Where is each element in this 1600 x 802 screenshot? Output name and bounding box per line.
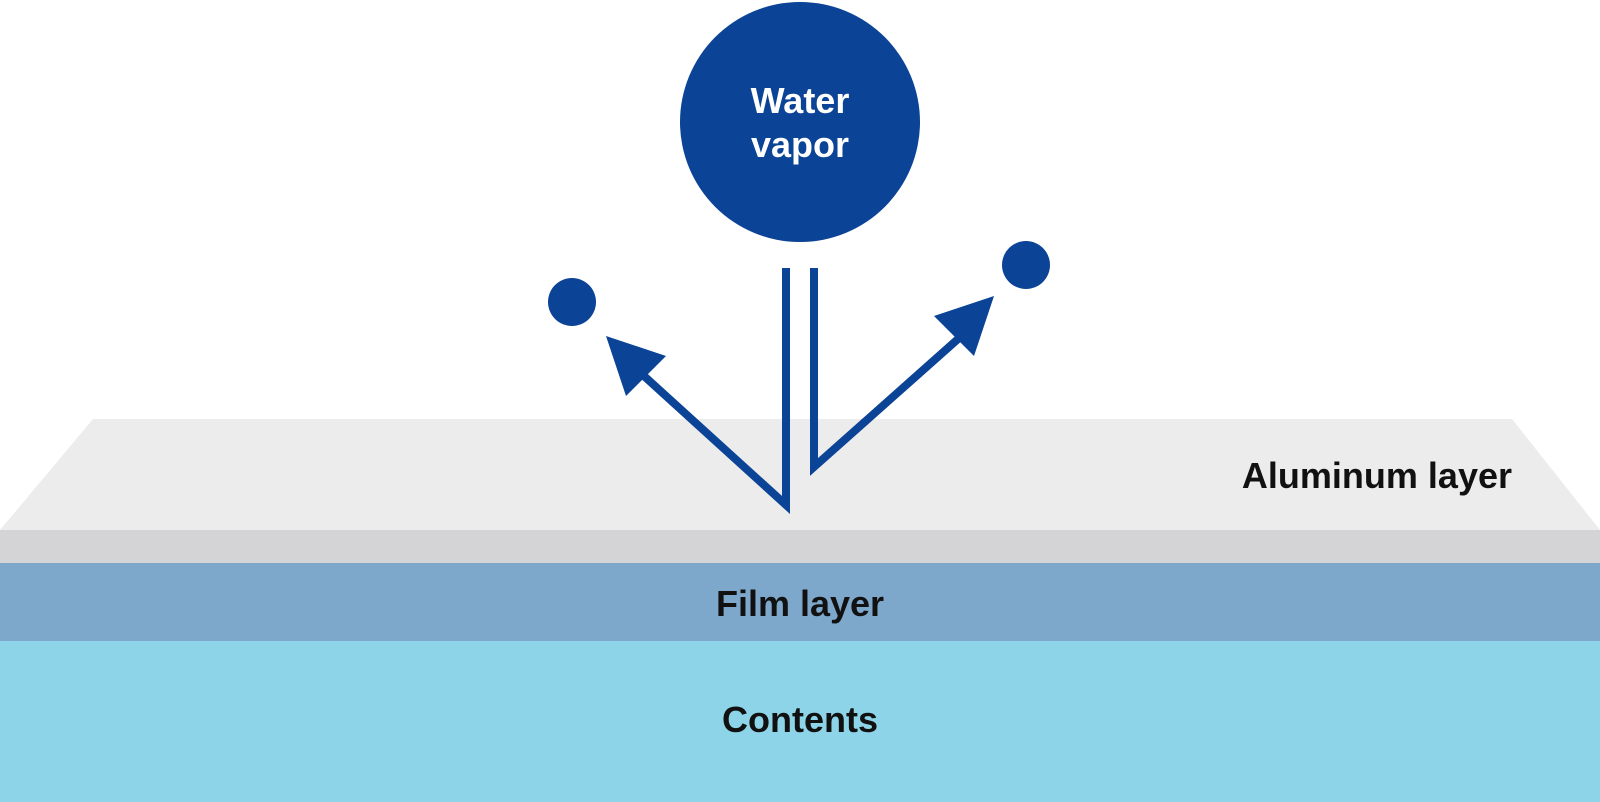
right-deflection-arrow-icon [810, 268, 994, 476]
aluminum-layer-label: Aluminum layer [1242, 455, 1512, 496]
contents-label: Contents [722, 699, 878, 740]
left-deflection-arrow-icon [606, 268, 790, 515]
water-vapor-molecule-icon [680, 2, 920, 242]
aluminum-layer-edge [0, 530, 1600, 563]
aluminum-layer-surface [0, 419, 1600, 530]
water-vapor-label-line2: vapor [751, 124, 849, 165]
small-molecule-icon [1002, 241, 1050, 289]
water-vapor-label-line1: Water [751, 80, 850, 121]
film-layer-label: Film layer [716, 583, 884, 624]
small-molecule-icon [548, 278, 596, 326]
film-layer [0, 562, 1600, 641]
contents-layer [0, 640, 1600, 802]
